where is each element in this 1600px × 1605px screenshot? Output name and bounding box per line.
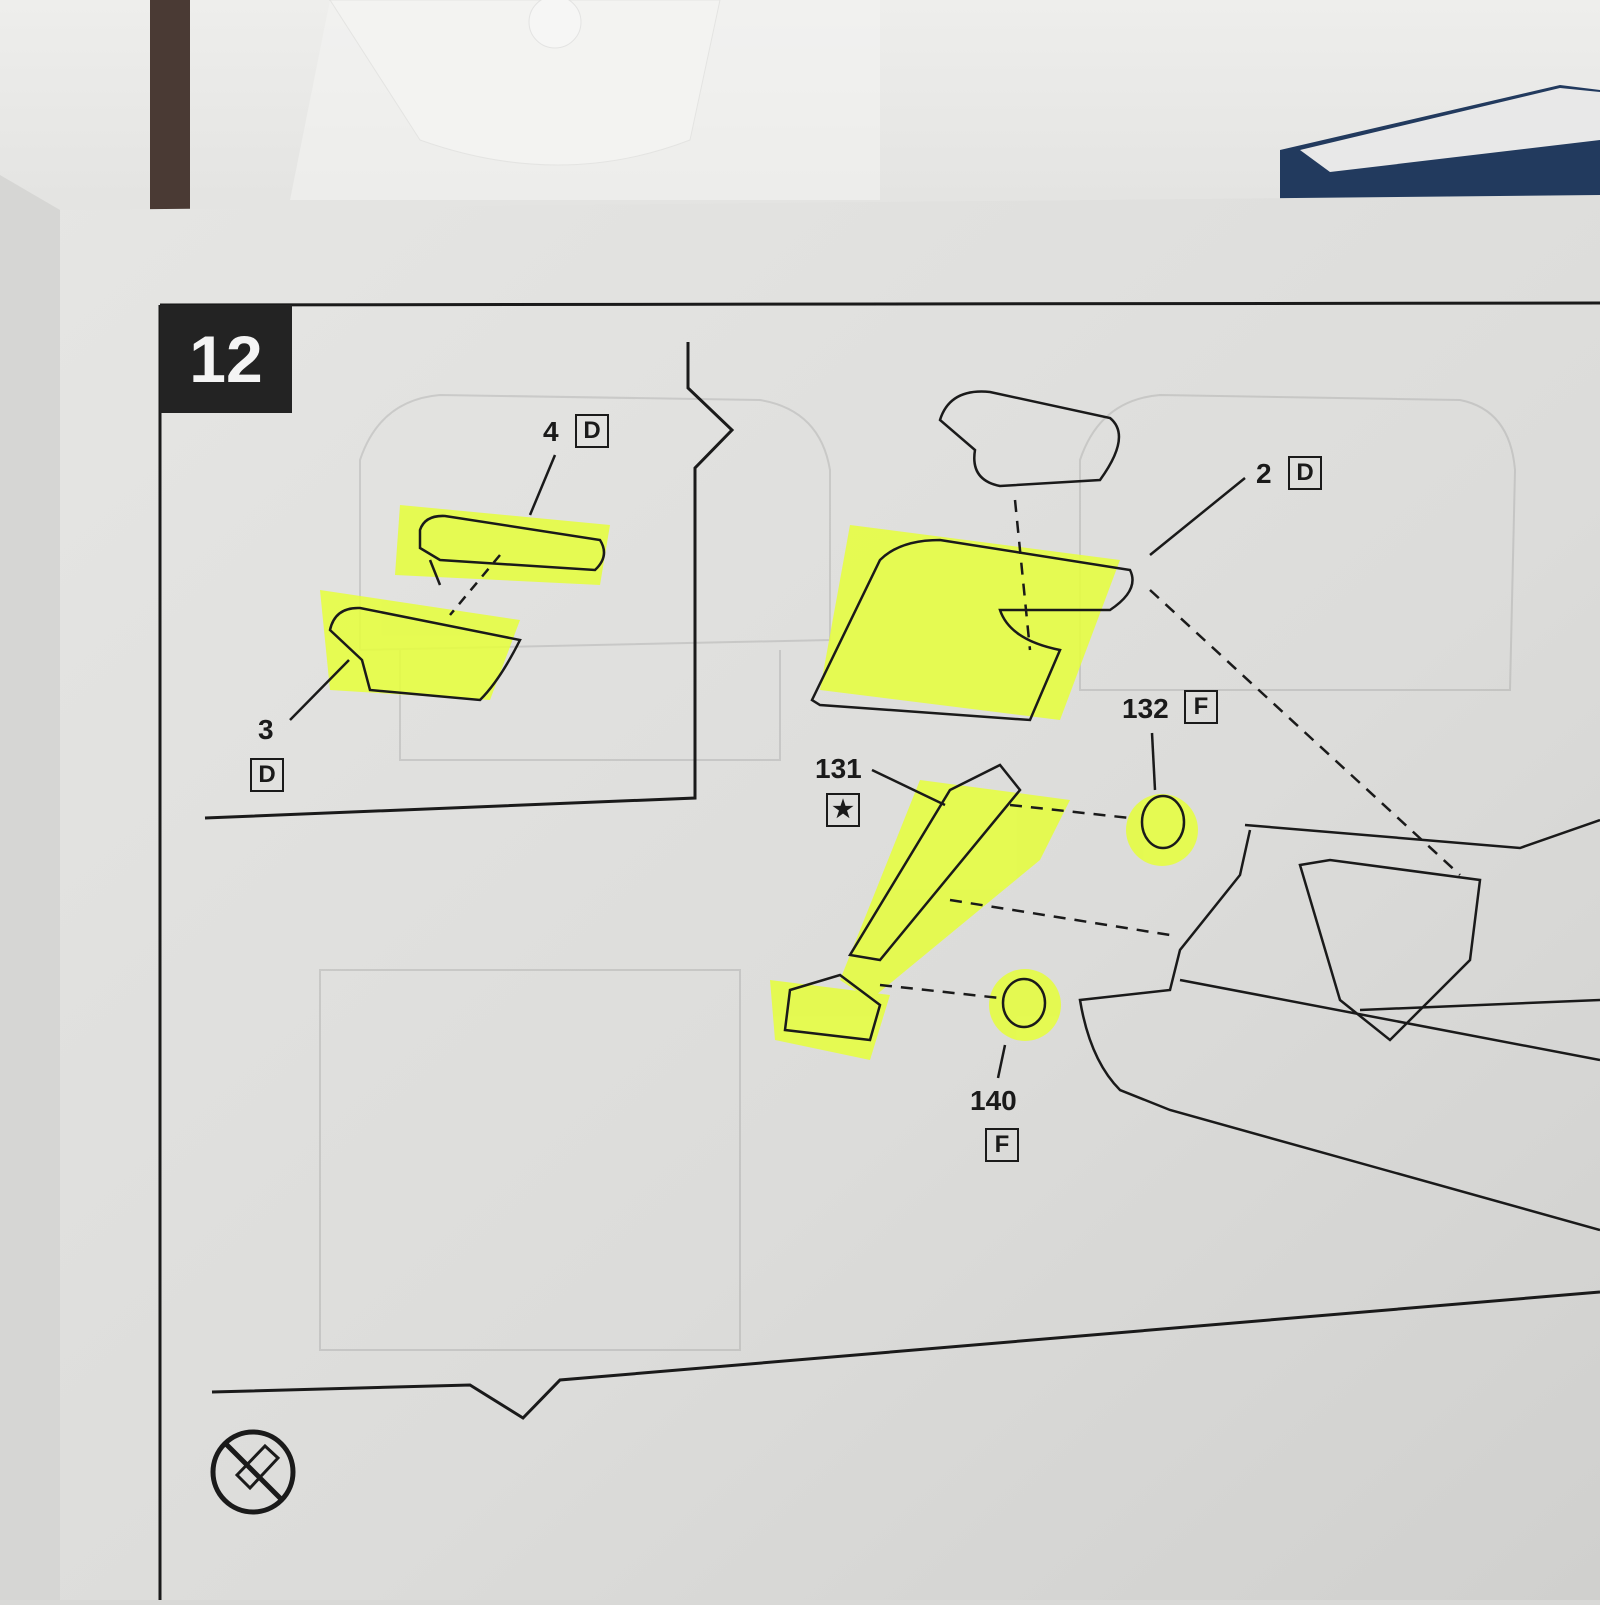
part-2-sprue: D	[1288, 456, 1322, 490]
inset-parts	[289, 454, 606, 721]
part-2-number: 2	[1256, 458, 1272, 489]
part-4-sprue: D	[575, 414, 609, 448]
white-cabinet	[290, 0, 880, 200]
part-131-sprue: ★	[826, 793, 860, 827]
no-glue-icon	[210, 1429, 296, 1515]
part-140-shape	[1001, 977, 1047, 1029]
part-2-shape	[810, 538, 1134, 722]
part-4-number: 4	[543, 416, 559, 447]
main-parts	[783, 390, 1246, 1079]
car-body	[1078, 818, 1600, 1232]
kit-box-lid	[1300, 88, 1600, 172]
part-3-number: 3	[258, 714, 274, 745]
part-3-sprue: D	[250, 758, 284, 792]
paper-fold-left	[0, 175, 60, 1600]
assembly-guides	[879, 499, 1461, 1000]
part-132-number: 132	[1122, 693, 1169, 724]
part-132-shape	[1140, 794, 1186, 850]
part-132-sprue: F	[1184, 690, 1218, 724]
step-number: 12	[160, 305, 292, 413]
part-131-shape	[847, 763, 1022, 962]
wooden-frame	[150, 0, 190, 210]
part-131-number: 131	[815, 753, 862, 784]
part-140-number: 140	[970, 1085, 1017, 1116]
part-131-base	[783, 973, 882, 1042]
part-140-sprue: F	[985, 1128, 1019, 1162]
part-4-shape	[418, 514, 606, 572]
inset-assembly-line	[449, 554, 501, 616]
tail-light-lens	[938, 390, 1121, 488]
part-3-shape	[328, 606, 522, 702]
ghost-drawings	[319, 393, 1517, 1351]
step-frame	[158, 301, 1600, 1600]
